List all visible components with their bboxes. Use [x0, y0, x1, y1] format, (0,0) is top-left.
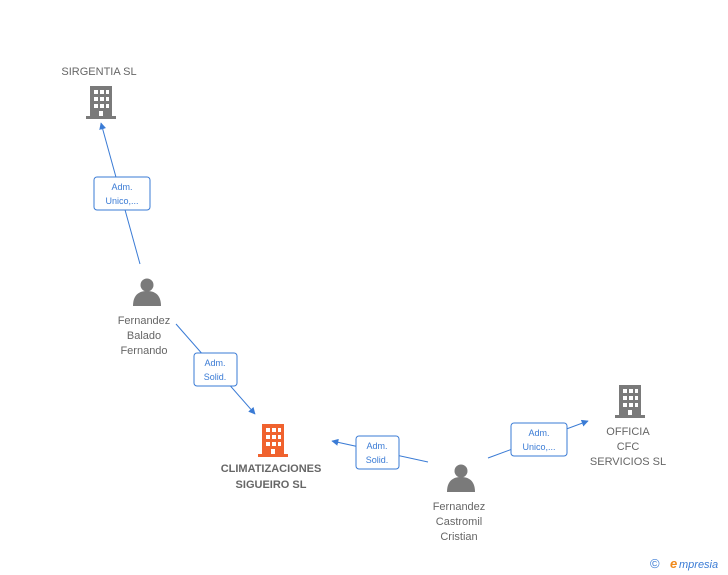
company-node-sirgentia[interactable]: SIRGENTIA SL	[61, 66, 137, 119]
edge-label-adm-solid[interactable]: Adm. Solid.	[193, 352, 238, 387]
edge-label-adm-unico[interactable]: Adm. Unico,...	[510, 422, 568, 457]
edge-label-line: Unico,...	[105, 196, 138, 206]
edge-label-line: Adm.	[111, 182, 132, 192]
node-label: SIGUEIRO SL	[236, 479, 307, 491]
edge-label-line: Adm.	[204, 358, 225, 368]
node-label: CFC	[617, 441, 640, 453]
person-node-fernandez-castromil[interactable]: Fernandez Castromil Cristian	[433, 464, 486, 544]
brand-name: mpresia	[679, 559, 718, 571]
company-node-officia[interactable]: OFFICIA CFC SERVICIOS SL	[590, 385, 666, 468]
edge-label-line: Adm.	[528, 428, 549, 438]
building-icon	[86, 86, 116, 119]
edge-label-adm-solid[interactable]: Adm. Solid.	[355, 435, 400, 470]
building-icon	[615, 385, 645, 418]
company-node-climatizaciones[interactable]: CLIMATIZACIONES SIGUEIRO SL	[221, 424, 322, 491]
node-label: SERVICIOS SL	[590, 456, 666, 468]
node-label: Fernandez	[433, 501, 486, 513]
node-label: Fernandez	[118, 315, 171, 327]
node-label: SIRGENTIA SL	[61, 66, 136, 78]
node-label: Castromil	[436, 516, 482, 528]
node-label: Fernando	[120, 345, 167, 357]
person-icon	[447, 464, 475, 492]
node-label: Balado	[127, 330, 161, 342]
edge-label-line: Solid.	[366, 455, 389, 465]
edge-label-line: Unico,...	[522, 442, 555, 452]
person-node-fernandez-balado[interactable]: Fernandez Balado Fernando	[118, 278, 171, 358]
node-label: CLIMATIZACIONES	[221, 463, 322, 475]
copyright-symbol: ©	[650, 556, 660, 571]
node-label: Cristian	[440, 531, 477, 543]
edge-label-adm-unico[interactable]: Adm. Unico,...	[93, 176, 151, 211]
person-icon	[133, 278, 161, 306]
brand-watermark: © e mpresia	[650, 556, 718, 571]
node-label: OFFICIA	[606, 426, 650, 438]
edge-label-line: Adm.	[366, 441, 387, 451]
building-icon	[258, 424, 288, 457]
brand-logo-initial: e	[670, 556, 677, 571]
edge-label-line: Solid.	[204, 372, 227, 382]
